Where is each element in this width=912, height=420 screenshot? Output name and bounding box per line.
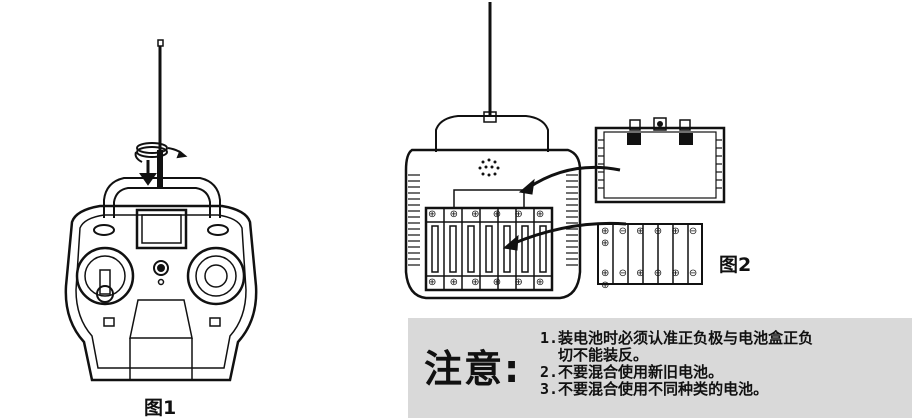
positive-terminal-icon: ⊕: [671, 268, 683, 279]
notice-item: 3.不要混合使用不同种类的电池。: [540, 380, 769, 398]
notice-title: 注意:: [424, 347, 522, 391]
positive-terminal-icon: ⊕: [601, 226, 613, 237]
notice-item: 切不能装反。: [540, 346, 649, 364]
negative-terminal-icon: ⊖: [688, 226, 701, 237]
figure1-label: 图1: [144, 397, 177, 419]
negative-terminal-icon: ⊖: [618, 268, 630, 279]
positive-terminal-icon: ⊕: [671, 226, 683, 237]
compartment-polarity-bottom: ⊕ ⊕ ⊕ ⊕ ⊕ ⊕: [428, 276, 552, 290]
compartment-polarity-top: ⊕ ⊕ ⊕ ⊕ ⊕ ⊕: [428, 208, 552, 222]
positive-terminal-icon: ⊕: [535, 277, 550, 288]
positive-terminal-icon: ⊕: [601, 280, 613, 291]
positive-terminal-icon: ⊕: [449, 209, 463, 220]
positive-terminal-icon: ⊕: [449, 277, 463, 288]
positive-terminal-icon: ⊕: [428, 209, 442, 220]
positive-terminal-icon: ⊕: [636, 268, 648, 279]
positive-terminal-icon: ⊕: [471, 209, 485, 220]
positive-terminal-icon: ⊕: [428, 277, 442, 288]
positive-terminal-icon: ⊕: [636, 226, 648, 237]
loose-batteries-polarity-bottom: ⊕ ⊖ ⊕ ⊖ ⊕ ⊖ ⊕: [601, 268, 701, 292]
positive-terminal-icon: ⊕: [492, 277, 507, 288]
positive-terminal-icon: ⊕: [601, 268, 613, 279]
positive-terminal-icon: ⊕: [514, 277, 528, 288]
negative-terminal-icon: ⊖: [653, 268, 666, 279]
positive-terminal-icon: ⊕: [492, 209, 507, 220]
negative-terminal-icon: ⊖: [688, 268, 701, 279]
notice-list: 1.装电池时必须认准正负极与电池盒正负 切不能装反。 2.不要混合使用新旧电池。…: [540, 330, 813, 398]
positive-terminal-icon: ⊕: [514, 209, 528, 220]
figure2-label: 图2: [719, 254, 752, 276]
negative-terminal-icon: ⊖: [653, 226, 666, 237]
positive-terminal-icon: ⊕: [535, 209, 550, 220]
negative-terminal-icon: ⊖: [618, 226, 630, 237]
notice-item: 1.装电池时必须认准正负极与电池盒正负: [540, 329, 814, 347]
notice-item: 2.不要混合使用新旧电池。: [540, 363, 724, 381]
notice-panel: 注意: 1.装电池时必须认准正负极与电池盒正负 切不能装反。 2.不要混合使用新…: [408, 318, 912, 418]
positive-terminal-icon: ⊕: [471, 277, 485, 288]
loose-batteries-polarity-top: ⊕ ⊖ ⊕ ⊖ ⊕ ⊖ ⊕: [601, 226, 701, 250]
positive-terminal-icon: ⊕: [601, 238, 613, 249]
